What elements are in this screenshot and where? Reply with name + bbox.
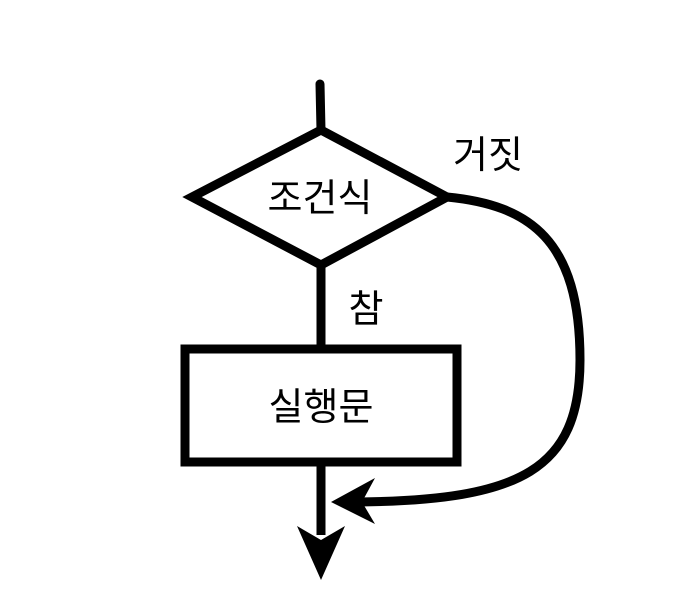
true-label: 참 xyxy=(349,287,384,331)
statement-box xyxy=(180,344,462,467)
false-branch-curve xyxy=(355,192,585,507)
condition-label: 조건식 xyxy=(268,176,373,220)
exit-arrowhead xyxy=(297,526,345,580)
false-branch-arrowhead xyxy=(331,478,375,524)
false-label: 거짓 xyxy=(453,133,523,177)
entry-line xyxy=(315,79,326,135)
statement-label: 실행문 xyxy=(269,385,374,429)
